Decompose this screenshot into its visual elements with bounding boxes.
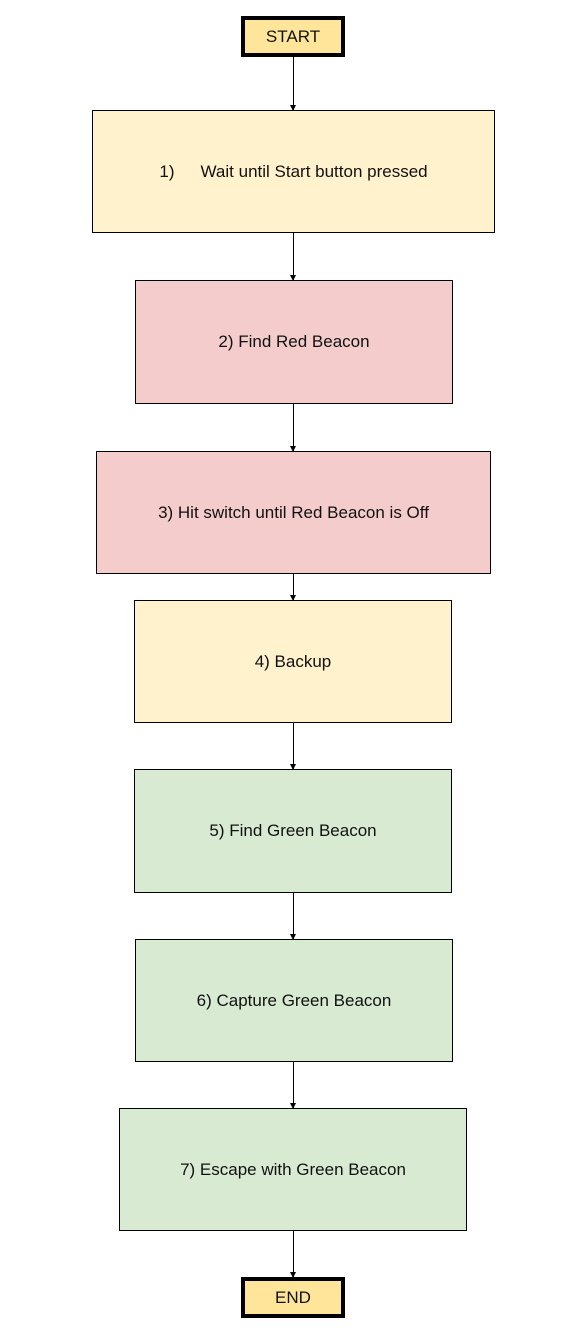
step-1-box: 1) Wait until Start button pressed <box>92 110 495 233</box>
edge-step-7-to-end <box>290 1231 296 1278</box>
edge-step-3-to-step-4 <box>290 574 296 601</box>
step-6-label: 6) Capture Green Beacon <box>196 990 392 1010</box>
step-2-box: 2) Find Red Beacon <box>135 280 453 404</box>
edge-start-to-step-1 <box>290 57 296 111</box>
start-label: START <box>265 26 321 46</box>
step-1-label: Wait until Start button pressed <box>200 161 428 181</box>
edge-step-6-to-step-7 <box>290 1062 296 1109</box>
step-7-label: 7) Escape with Green Beacon <box>180 1159 406 1179</box>
step-3-label: 3) Hit switch until Red Beacon is Off <box>158 502 429 522</box>
edge-step-5-to-step-6 <box>290 893 296 940</box>
step-1-number: 1) <box>159 161 175 181</box>
start-node: START <box>241 16 345 57</box>
end-label: END <box>275 1287 311 1307</box>
step-3-box: 3) Hit switch until Red Beacon is Off <box>96 451 491 574</box>
step-4-box: 4) Backup <box>134 600 452 723</box>
step-7-box: 7) Escape with Green Beacon <box>119 1108 467 1231</box>
edge-step-2-to-step-3 <box>290 404 296 452</box>
step-5-box: 5) Find Green Beacon <box>134 769 452 893</box>
step-5-label: 5) Find Green Beacon <box>209 821 377 840</box>
step-4-label: 4) Backup <box>254 651 332 671</box>
edge-step-4-to-step-5 <box>290 723 296 770</box>
step-2-label: 2) Find Red Beacon <box>218 332 370 351</box>
edge-step-1-to-step-2 <box>290 233 296 281</box>
end-node: END <box>241 1277 345 1318</box>
step-6-box: 6) Capture Green Beacon <box>135 939 453 1062</box>
